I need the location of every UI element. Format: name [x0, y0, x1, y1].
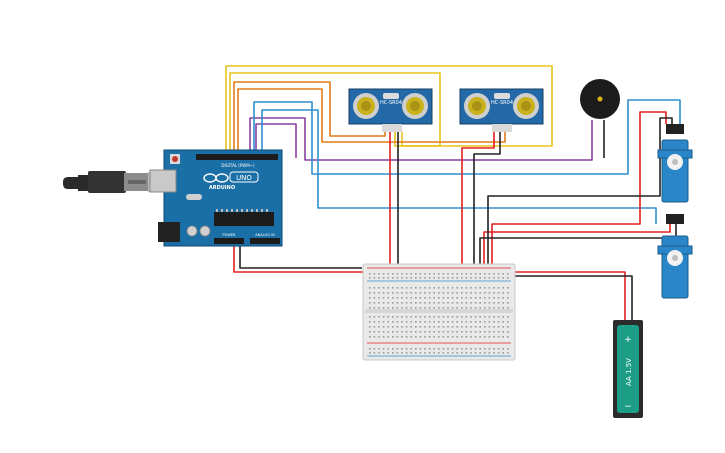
wire-yellow-inner[interactable]: [229, 72, 441, 158]
sensor-2-label: HC-SR04: [491, 100, 513, 106]
battery-label: AA 1.5V: [625, 358, 633, 386]
wire-black-gnd[interactable]: [239, 240, 362, 269]
arduino-logo: ARDUINO: [203, 173, 235, 191]
ultrasonic-sensor-1[interactable]: HC-SR04: [348, 88, 433, 132]
digital-header: [196, 154, 278, 160]
power-label: POWER: [223, 233, 237, 237]
wire-yellow-outer[interactable]: [225, 65, 553, 158]
battery-minus: −: [624, 402, 632, 412]
usb-jack: [149, 169, 177, 193]
servo-icon[interactable]: [657, 214, 693, 299]
wire-red-sensor2[interactable]: [461, 132, 495, 272]
servo-icon[interactable]: [657, 124, 693, 203]
wire-purple-2[interactable]: [255, 123, 297, 158]
breadboard[interactable]: [362, 263, 516, 361]
battery-plus: +: [624, 335, 632, 345]
wire-blue-1[interactable]: [253, 99, 681, 175]
chip-pins: [216, 209, 268, 212]
wire-purple-1[interactable]: [249, 117, 593, 161]
capacitor-1: [186, 225, 198, 237]
crystal: [186, 194, 202, 200]
battery-icon[interactable]: + AA 1.5V −: [613, 320, 643, 418]
analog-header: [250, 238, 280, 244]
arduino-model: UNO: [236, 174, 252, 182]
wire-black-sensor2[interactable]: [473, 132, 501, 272]
wire-orange-1[interactable]: [233, 81, 386, 158]
breadboard-holes: [369, 273, 509, 354]
arduino-uno-board[interactable]: DIGITAL (PWM~) ARDUINO UNO POWER ANALOG …: [149, 149, 283, 247]
arduino-brand: ARDUINO: [209, 185, 235, 191]
wire-red-servo2[interactable]: [483, 222, 671, 272]
ultrasonic-sensor-2[interactable]: HC-SR04: [459, 88, 544, 132]
analog-label: ANALOG IN: [255, 233, 275, 237]
wire-red-battery[interactable]: [512, 271, 626, 325]
buzzer-icon[interactable]: [580, 79, 620, 119]
power-header: [214, 238, 244, 244]
wire-blue-2[interactable]: [261, 109, 657, 224]
sensor-1-label: HC-SR04: [380, 100, 402, 106]
power-jack: [158, 222, 180, 242]
wire-red-servo1[interactable]: [491, 111, 667, 272]
wire-black-servo1[interactable]: [487, 117, 673, 272]
wire-orange-2[interactable]: [237, 88, 506, 158]
wire-red-gnd-5v[interactable]: [233, 240, 384, 273]
wire-black-battery[interactable]: [512, 275, 633, 325]
wire-black-servo2[interactable]: [479, 222, 677, 272]
capacitor-2: [199, 225, 211, 237]
digital-label: DIGITAL (PWM~): [221, 163, 255, 168]
atmega-chip: [214, 212, 274, 226]
